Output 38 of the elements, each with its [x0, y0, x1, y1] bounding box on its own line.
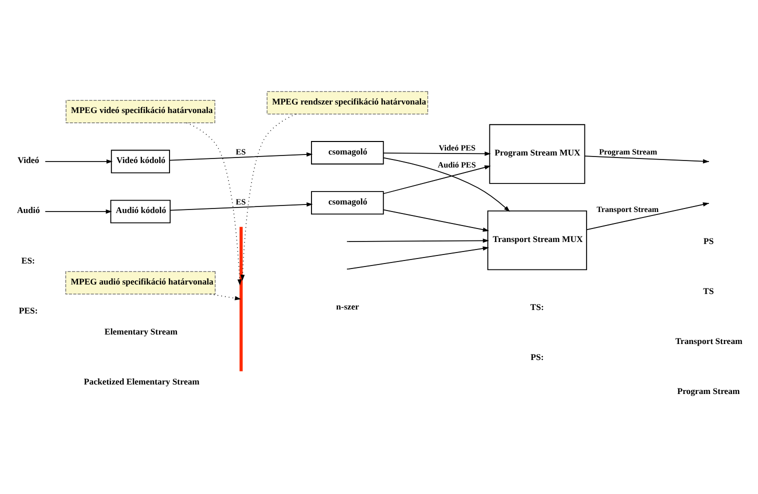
arrow: [210, 293, 242, 300]
label: TS: [703, 285, 714, 296]
node-box: Program Stream MUX: [489, 124, 586, 184]
node-box: MPEG rendszer specifikáció határvonala: [266, 90, 428, 114]
arrow: [170, 202, 313, 210]
arrow: [584, 155, 710, 163]
label: Elementary Stream: [104, 326, 178, 336]
label: PS: [704, 235, 714, 246]
label: PES:: [18, 304, 38, 315]
node-box: csomagoló: [311, 140, 384, 164]
arrow: [44, 158, 113, 164]
node-box: Audió kódoló: [110, 199, 171, 223]
label: Program Stream: [677, 385, 740, 396]
label: TS:: [530, 302, 544, 312]
node-text: Videó: [18, 154, 40, 165]
arrow: [383, 208, 490, 232]
arrow: [44, 208, 112, 214]
label: ES:: [21, 254, 35, 265]
arrow: [169, 152, 313, 160]
label: Transport Stream: [675, 335, 742, 346]
node-box: Videó kódoló: [110, 149, 170, 173]
arrow: [348, 238, 490, 242]
arrow: [348, 246, 489, 269]
label: n-szer: [336, 301, 360, 312]
arrow: [383, 151, 491, 156]
arrow: [240, 113, 296, 280]
node-box: MPEG audió specifikáció határvonala: [65, 270, 216, 294]
node-text: Audió: [16, 204, 40, 215]
arrow: [383, 156, 510, 212]
label: Packetized Elementary Stream: [84, 376, 200, 386]
arrow: [383, 164, 491, 194]
arrow: [586, 202, 710, 230]
arrow: [186, 122, 242, 285]
node-box: csomagoló: [311, 190, 384, 214]
node-bar: [240, 226, 243, 371]
node-box: Transport Stream MUX: [487, 210, 588, 270]
node-box: MPEG videó specifikáció határvonala: [66, 99, 216, 123]
label: PS:: [530, 352, 544, 362]
